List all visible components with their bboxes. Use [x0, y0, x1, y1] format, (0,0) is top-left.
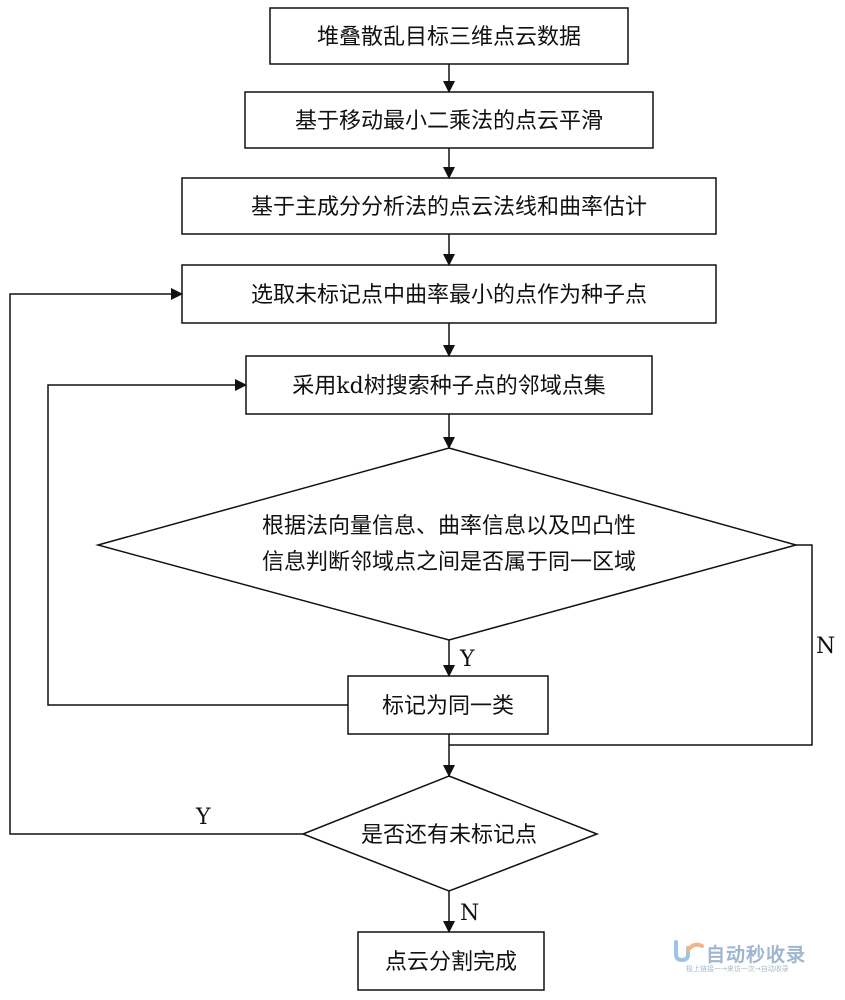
node-region-decision-line1: 根据法向量信息、曲率信息以及凹凸性: [262, 514, 636, 539]
edge-label-region-yes: Y: [459, 647, 475, 672]
edge-mark-to-search-loop: [47, 379, 348, 706]
node-mark-same-class: 标记为同一类: [347, 675, 549, 735]
node-done: 点云分割完成: [357, 931, 545, 991]
edge-label-unmarked-no: N: [460, 901, 479, 926]
node-seed-selection: 选取未标记点中曲率最小的点作为种子点: [181, 264, 717, 324]
node-neighbor-search: 采用kd树搜索种子点的邻域点集: [245, 355, 653, 415]
watermark: 自动秒收录 极上链接一→来访一次→自动收录: [672, 936, 832, 986]
node-normal-estimation-label: 基于主成分分析法的点云法线和曲率估计: [251, 195, 647, 220]
watermark-title: 自动秒收录: [706, 944, 807, 966]
node-unmarked-check: 是否还有未标记点: [300, 775, 600, 892]
node-input-data-label: 堆叠散乱目标三维点云数据: [317, 25, 581, 50]
node-neighbor-search-label: 采用kd树搜索种子点的邻域点集: [292, 374, 605, 399]
node-unmarked-check-label: 是否还有未标记点: [361, 823, 537, 848]
node-input-data: 堆叠散乱目标三维点云数据: [269, 7, 629, 65]
node-smoothing-label: 基于移动最小二乘法的点云平滑: [295, 109, 603, 134]
edge-decision-no: [449, 544, 813, 746]
watermark-logo-icon: [674, 940, 704, 963]
watermark-subtitle: 极上链接一→来访一次→自动收录: [686, 965, 789, 973]
node-region-decision-line2: 信息判断邻域点之间是否属于同一区域: [262, 550, 636, 575]
edge-label-region-no: N: [816, 634, 835, 659]
node-region-decision: 根据法向量信息、曲率信息以及凹凸性 信息判断邻域点之间是否属于同一区域: [95, 447, 799, 641]
node-smoothing: 基于移动最小二乘法的点云平滑: [244, 91, 654, 149]
node-done-label: 点云分割完成: [385, 950, 517, 975]
edge-unmarked-yes-loop: [9, 288, 303, 835]
node-seed-selection-label: 选取未标记点中曲率最小的点作为种子点: [251, 283, 647, 308]
node-mark-same-class-label: 标记为同一类: [382, 694, 514, 719]
node-normal-estimation: 基于主成分分析法的点云法线和曲率估计: [181, 177, 717, 235]
edge-label-unmarked-yes: Y: [195, 805, 211, 830]
